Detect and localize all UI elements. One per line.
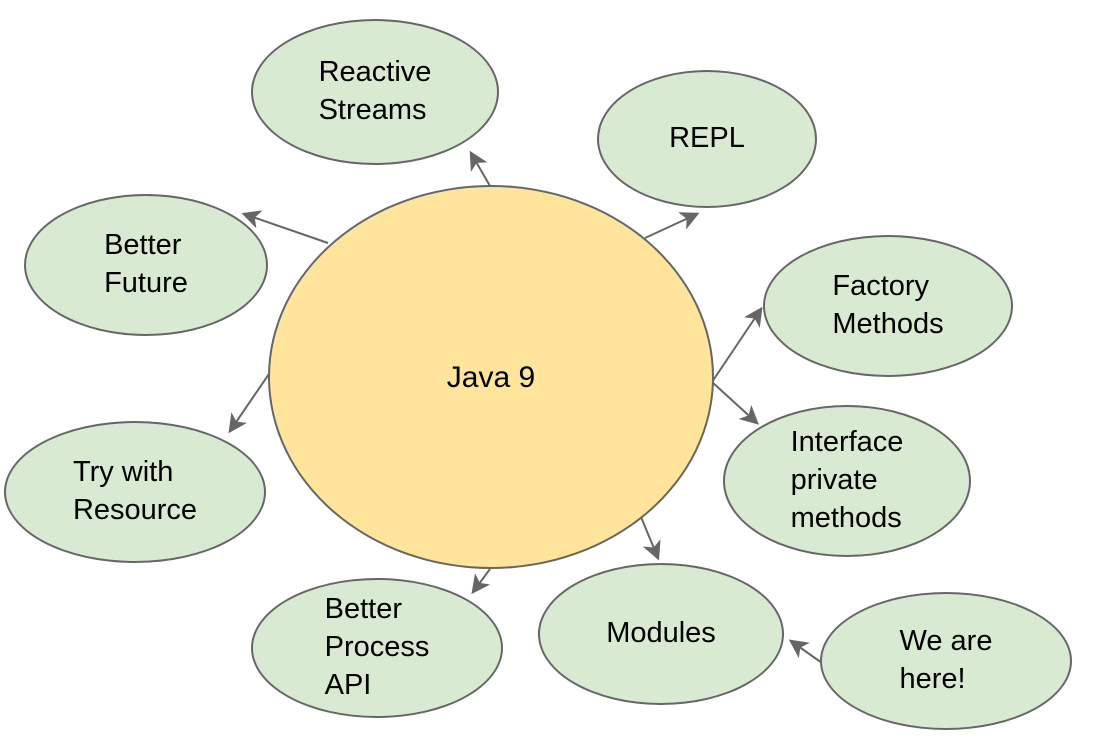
edge-java9-interface-private-methods: [711, 381, 759, 425]
node-repl: REPL: [597, 70, 817, 208]
node-better-process-api-label: Better Process API: [324, 593, 430, 701]
edge-java9-try-with-resource: [228, 370, 272, 434]
edge-java9-modules: [640, 516, 661, 561]
node-try-with-resource: Try with Resource: [4, 421, 266, 563]
node-better-process-api: Better Process API: [251, 578, 503, 718]
node-we-are-here: We are here!: [820, 592, 1072, 730]
node-factory-methods: Factory Methods: [763, 235, 1013, 377]
edge-java9-repl: [644, 212, 700, 239]
node-interface-private-methods: Interface private methods: [723, 405, 971, 557]
node-java-9: Java 9: [268, 185, 714, 569]
node-better-future: Better Future: [24, 194, 268, 336]
node-reactive-streams: Reactive Streams: [251, 19, 499, 165]
node-modules-label: Modules: [606, 617, 716, 650]
node-we-are-here-label: We are here!: [899, 625, 993, 695]
node-interface-private-methods-label: Interface private methods: [790, 426, 904, 534]
edge-java9-better-future: [241, 210, 329, 244]
node-reactive-streams-label: Reactive Streams: [318, 56, 432, 126]
node-better-future-label: Better Future: [104, 229, 188, 299]
node-repl-label: REPL: [669, 122, 745, 155]
edge-java9-reactive-streams: [469, 150, 491, 187]
node-factory-methods-label: Factory Methods: [832, 270, 944, 340]
edge-we-are-here-modules: [788, 639, 823, 664]
node-java-9-label: Java 9: [446, 360, 536, 394]
node-modules: Modules: [538, 563, 784, 705]
edge-java9-better-process-api: [471, 568, 491, 595]
node-try-with-resource-label: Try with Resource: [72, 456, 198, 526]
edge-java9-factory-methods: [711, 306, 763, 383]
